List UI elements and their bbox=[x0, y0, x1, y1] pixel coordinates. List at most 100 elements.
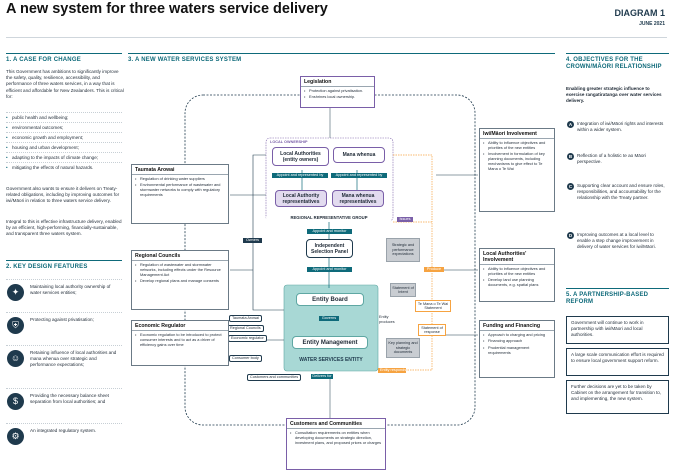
shield-icon: ⛨ bbox=[7, 317, 24, 334]
key-planning-docs-box: Key planning and strategic documents bbox=[386, 338, 420, 358]
taumata-title: Taumata Arowai bbox=[132, 165, 228, 175]
list-item: Enshrines local ownership. bbox=[304, 95, 371, 101]
feature-text: Protecting against privatisation; bbox=[30, 317, 94, 322]
water-services-entity-label: WATER SERVICES ENTITY bbox=[299, 357, 363, 363]
list-item: mitigating the effects of natural hazard… bbox=[6, 162, 122, 172]
customers-box: Customers and Communities Consultation r… bbox=[286, 418, 386, 470]
list-item: Involvement in formulation of key planni… bbox=[483, 151, 551, 172]
legislation-title: Legislation bbox=[301, 77, 374, 87]
orange-loop-top bbox=[393, 154, 433, 222]
pill-consumer: Consumer body bbox=[229, 355, 262, 362]
appoint-monitor-tag: Appoint and monitor bbox=[307, 267, 352, 272]
list-item: Consultation requirements on entities wh… bbox=[290, 430, 382, 446]
rrg-label: REGIONAL REPRESENTATIVE GROUP bbox=[266, 214, 392, 222]
appoint-rep-tag: Appoint and represented by bbox=[272, 173, 328, 178]
la-representatives-node: Local Authority representatives bbox=[275, 190, 327, 207]
objective-text: Supporting clear account and ensure role… bbox=[577, 183, 665, 200]
list-item: economic growth and employment; bbox=[6, 132, 122, 142]
people-icon: ☺ bbox=[7, 350, 24, 367]
handshake-icon: ✦ bbox=[7, 284, 24, 301]
feature-text: Maintaining local authority ownership of… bbox=[30, 284, 111, 295]
section3-heading: 3. A NEW WATER SERVICES SYSTEM bbox=[128, 57, 242, 63]
list-item: Prudential management requirements bbox=[483, 345, 551, 356]
objective-text: Integration of iwi/Māori rights and inte… bbox=[577, 121, 664, 132]
list-item: Regulation of drinking water suppliers bbox=[135, 176, 225, 182]
objective-text: Reflection of a holistic te ao Māori per… bbox=[577, 153, 646, 164]
list-item: Financing approach bbox=[483, 339, 551, 345]
section4-heading: 4. OBJECTIVES FOR THE CROWN/MĀORI RELATI… bbox=[566, 57, 662, 70]
appoint-monitor-tag: Appoint and monitor bbox=[307, 229, 352, 234]
issues-tag: Issues bbox=[397, 217, 413, 222]
pill-regional: Regional Councils bbox=[227, 325, 264, 332]
section4-rule bbox=[566, 53, 669, 54]
feature-text: Providing the necessary balance sheet se… bbox=[30, 393, 109, 404]
appoint-rep-tag: Appoint and represented by bbox=[331, 173, 387, 178]
diagram-label: DIAGRAM 1 bbox=[614, 8, 665, 18]
feature-item: ✦ Maintaining local authority ownership … bbox=[6, 279, 122, 309]
section2-rule bbox=[6, 260, 122, 261]
pill-taumata: Taumata Arowai bbox=[229, 315, 263, 322]
owners-tag: Owners bbox=[243, 238, 262, 243]
list-item: Ability to influence objectives and prio… bbox=[483, 266, 551, 277]
header-divider bbox=[6, 37, 667, 38]
pill-econ: Economic regulator bbox=[228, 335, 267, 342]
regional-title: Regional Councils bbox=[132, 251, 228, 261]
statement-of-intent-box: Statement of Intent bbox=[390, 283, 416, 297]
statement-response-box: Statement of response bbox=[418, 324, 446, 336]
iwi-title: Iwi/Māori Involvement bbox=[480, 129, 554, 139]
list-item: Develop regional plans and manage consen… bbox=[135, 278, 225, 284]
entity-board-node: Entity Board bbox=[296, 293, 364, 306]
case-para2: Government also wants to ensure it deliv… bbox=[6, 186, 120, 204]
objective-letter: D bbox=[567, 232, 574, 239]
te-mana-statement-box: Te Mana o Te Wai Statement bbox=[415, 300, 451, 312]
section3-rule bbox=[128, 53, 555, 54]
list-item: Environmental performance of wastewater … bbox=[135, 183, 225, 198]
feature-item: ☺ Retaining influence of local authoriti… bbox=[6, 345, 122, 385]
partnership-box: A large scale communication effort is re… bbox=[566, 348, 669, 376]
list-item: housing and urban development; bbox=[6, 142, 122, 152]
page-title: A new system for three waters service de… bbox=[6, 1, 328, 17]
mw-representatives-node: Mana whenua representatives bbox=[332, 190, 384, 207]
funding-title: Funding and Financing bbox=[480, 321, 554, 331]
feature-item: ⚙ An integrated regulatory system. bbox=[6, 423, 122, 453]
local-authorities-owners-node: Local Authorities (entity owners) bbox=[272, 147, 329, 166]
list-item: adapting to the impacts of climate chang… bbox=[6, 152, 122, 162]
objective-item: D Improving outcomes at a local level to… bbox=[567, 232, 667, 262]
section5-rule bbox=[566, 288, 669, 289]
funding-box: Funding and Financing Approach to chargi… bbox=[479, 320, 555, 378]
list-item: Regulation of wastewater and stormwater … bbox=[135, 262, 225, 278]
list-item: environmental outcomes; bbox=[6, 122, 122, 132]
econreg-title: Economic Regulator bbox=[132, 321, 228, 331]
governs-tag: Governs bbox=[319, 316, 339, 321]
list-item: Economic regulation to be introduced to … bbox=[135, 332, 225, 348]
iwi-box: Iwi/Māori Involvement Ability to influen… bbox=[479, 128, 555, 212]
dollar-icon: $ bbox=[7, 393, 24, 410]
la-involvement-box: Local Authorities' Involvement Ability t… bbox=[479, 248, 555, 302]
objectives-intro: Enabling greater strategic influence to … bbox=[566, 86, 662, 104]
pill-customers: Customers and communities bbox=[247, 374, 302, 381]
taumata-box: Taumata Arowai Regulation of drinking wa… bbox=[131, 164, 229, 224]
feature-text: An integrated regulatory system. bbox=[30, 428, 97, 433]
list-item: Protection against privatisation. bbox=[304, 88, 371, 94]
list-item: Develop land use planning documents, e.g… bbox=[483, 277, 551, 288]
section1-rule bbox=[6, 53, 122, 54]
objective-item: C Supporting clear account and ensure ro… bbox=[567, 183, 667, 213]
date-label: JUNE 2021 bbox=[639, 21, 665, 27]
feature-item: ⛨ Protecting against privatisation; bbox=[6, 312, 122, 342]
entity-management-node: Entity Management bbox=[292, 336, 368, 349]
objective-item: A Integration of iwi/Māori rights and in… bbox=[567, 121, 667, 141]
section5-heading: 5. A PARTNERSHIP-BASED REFORM bbox=[566, 292, 649, 305]
objective-text: Improving outcomes at a local level to e… bbox=[577, 232, 656, 249]
regional-box: Regional Councils Regulation of wastewat… bbox=[131, 250, 229, 310]
entity-area bbox=[283, 284, 379, 372]
list-item: public health and wellbeing; bbox=[6, 112, 122, 122]
econreg-box: Economic Regulator Economic regulation t… bbox=[131, 320, 229, 366]
la-involvement-title: Local Authorities' Involvement bbox=[480, 249, 554, 265]
produce-tag: Produce bbox=[424, 267, 444, 272]
objective-letter: B bbox=[567, 153, 574, 160]
case-para3: Integral to this is effective infrastruc… bbox=[6, 219, 122, 237]
objective-item: B Reflection of a holistic te ao Māori p… bbox=[567, 153, 667, 167]
partnership-box: Government will continue to work in part… bbox=[566, 316, 669, 344]
owners-line bbox=[252, 154, 284, 311]
objective-letter: A bbox=[567, 121, 574, 128]
